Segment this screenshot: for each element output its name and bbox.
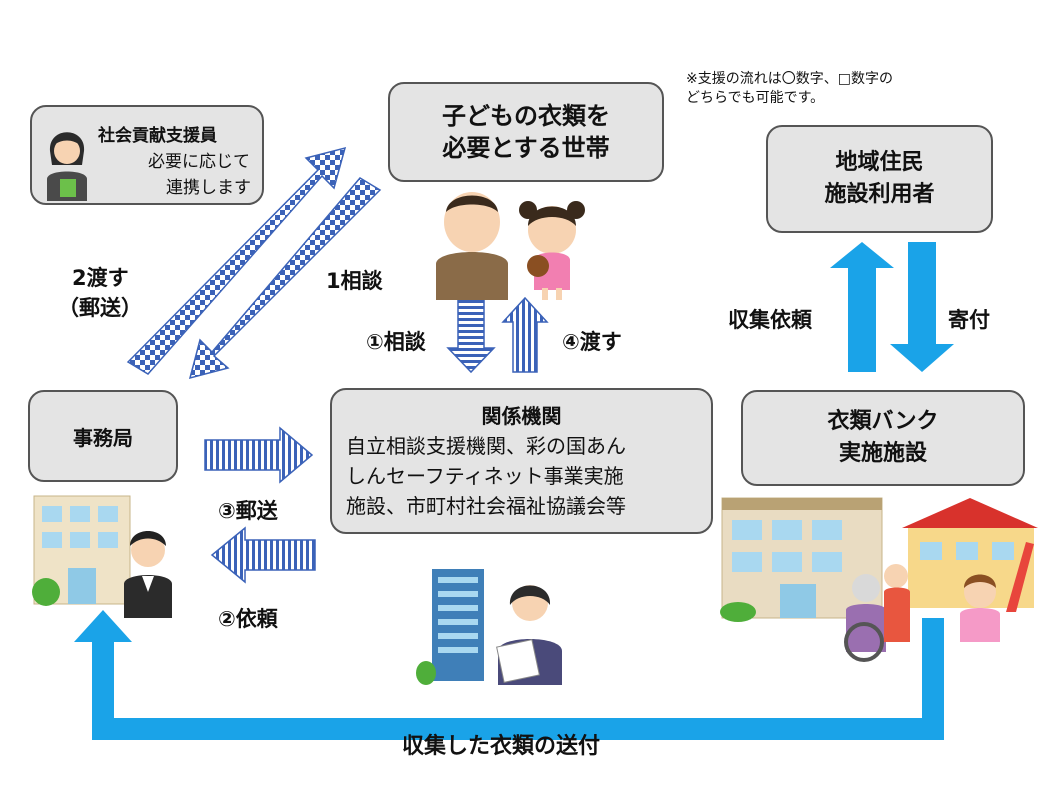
diagonal-arrow-down	[188, 177, 382, 380]
agency-line1: 自立相談支援機関、彩の国あん	[346, 434, 626, 458]
residents-line1: 地域住民	[835, 150, 924, 175]
care-facility-illustration	[720, 497, 1038, 662]
mail-circle-label: ③郵送	[218, 499, 278, 523]
pass-circle-label: ④渡す	[562, 330, 622, 354]
staff-woman-icon	[47, 132, 87, 201]
residents-box: 地域住民 施設利用者	[766, 125, 993, 233]
household-box: 子どもの衣類を 必要とする世帯	[388, 82, 664, 182]
agency-box: 関係機関 自立相談支援機関、彩の国あん しんセーフティネット事業実施 施設、市町…	[330, 388, 713, 534]
diagonal-arrow-up	[126, 146, 347, 375]
consult-circle-label: ①相談	[366, 330, 426, 354]
helper-line3: 連携します	[166, 178, 251, 198]
worried-parent-child-illustration	[436, 192, 585, 300]
flow-note-line2: どちらでも可能です。	[686, 90, 825, 106]
agency-title: 関係機関	[481, 404, 562, 428]
bank-line2: 実施施設	[838, 441, 927, 466]
agency-line2: しんセーフティネット事業実施	[346, 464, 624, 488]
donation-down-arrow	[890, 242, 954, 372]
collect-request-up-arrow	[830, 242, 894, 372]
flow-note: ※支援の流れは〇数字、□数字の どちらでも可能です。	[686, 70, 893, 108]
send-collected-label: 収集した衣類の送付	[402, 734, 601, 759]
consult-square-label: 1相談	[326, 269, 383, 293]
office-box: 事務局	[28, 390, 178, 482]
request-left-arrow	[210, 526, 316, 584]
pass-mail-label: 2渡す	[72, 266, 129, 290]
flow-note-line1: ※支援の流れは〇数字、□数字の	[686, 71, 893, 87]
bank-line1: 衣類バンク	[827, 409, 939, 434]
bank-box: 衣類バンク 実施施設	[741, 390, 1025, 486]
pass-mail-sub-label: （郵送）	[58, 296, 142, 320]
helper-box: 社会貢献支援員 必要に応じて 連携します	[30, 105, 264, 205]
donation-label: 寄付	[948, 308, 990, 332]
office-label: 事務局	[73, 425, 133, 450]
household-line1: 子どもの衣類を	[442, 102, 610, 130]
consult-down-arrow	[446, 297, 496, 374]
office-building-illustration	[32, 495, 172, 618]
mail-right-arrow	[204, 426, 314, 484]
send-collected-arrow	[74, 610, 944, 740]
helper-line2: 必要に応じて	[148, 152, 250, 172]
household-line2: 必要とする世帯	[442, 134, 610, 162]
collect-request-label: 収集依頼	[728, 308, 812, 332]
pass-up-arrow	[501, 296, 549, 373]
helper-title: 社会貢献支援員	[98, 126, 217, 146]
agency-staff-illustration	[416, 569, 562, 685]
residents-line2: 施設利用者	[824, 182, 935, 207]
request-circle-label: ②依頼	[218, 607, 278, 631]
agency-line3: 施設、市町村社会福祉協議会等	[346, 494, 626, 518]
